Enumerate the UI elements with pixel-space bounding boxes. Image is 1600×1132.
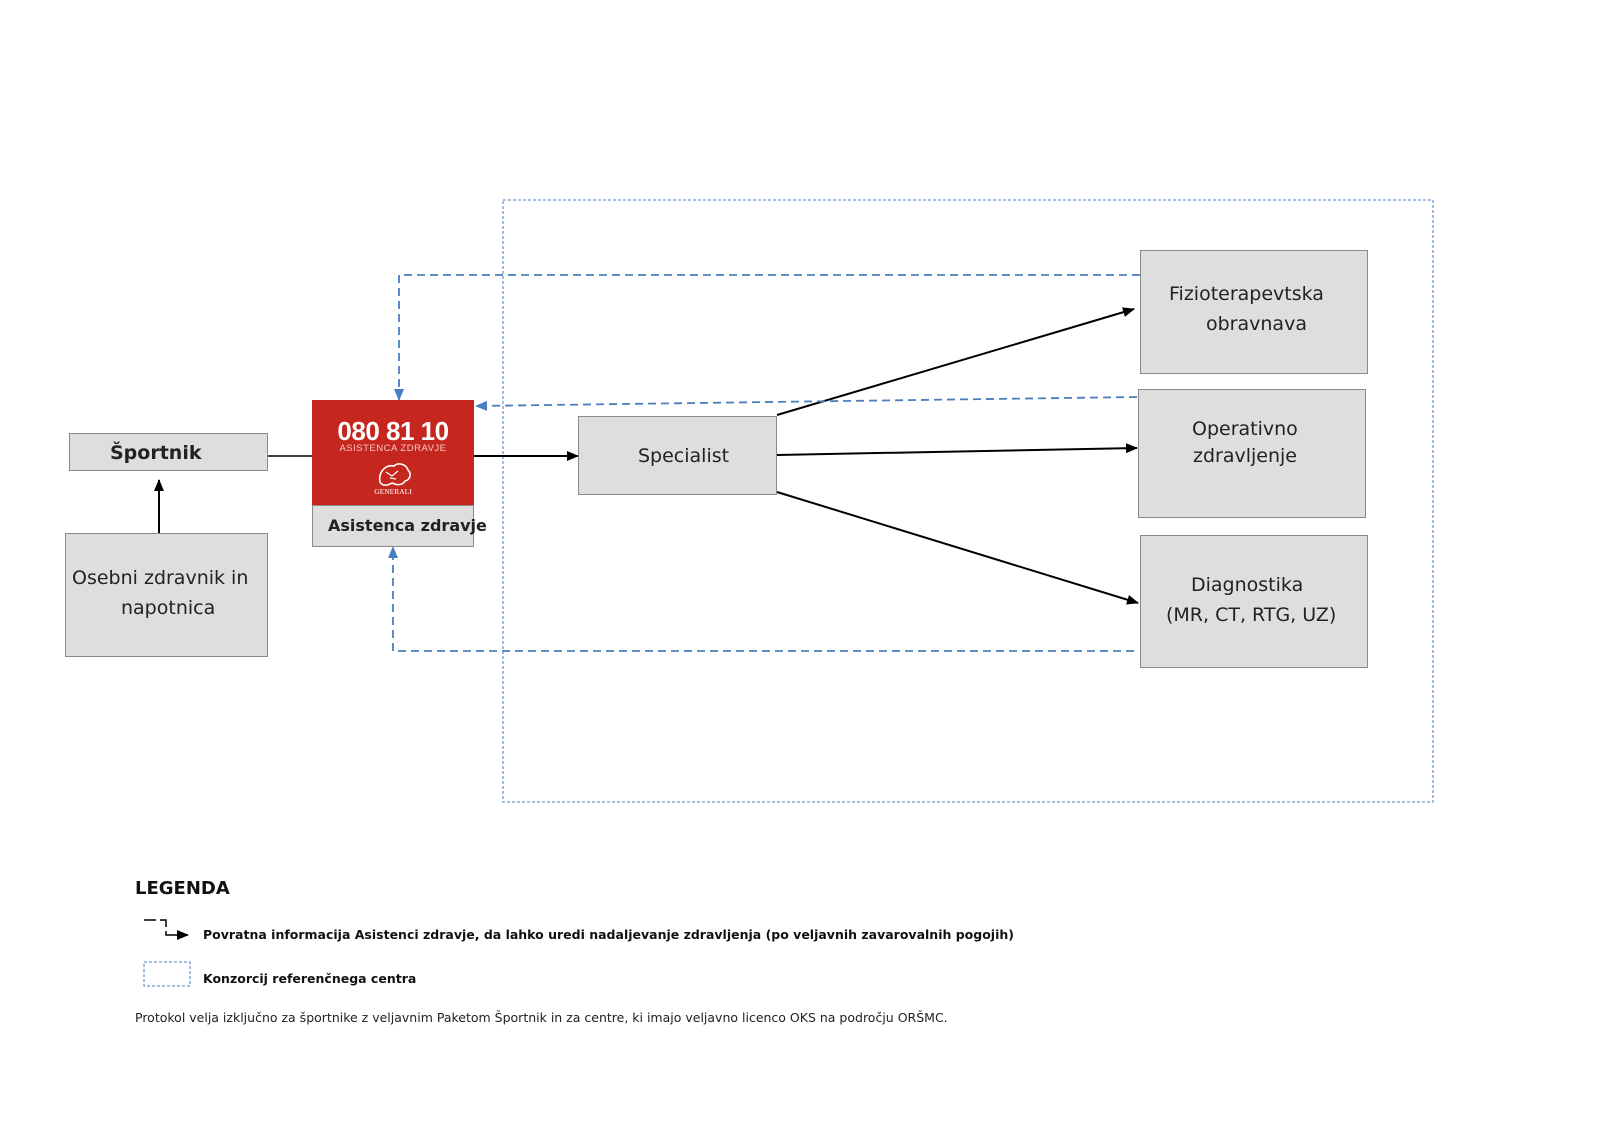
node-operativno-line1: Operativno — [1192, 418, 1298, 440]
legend-consortium-swatch — [143, 961, 191, 987]
asistenca-brand-block: 080 81 10 ASISTENCA ZDRAVJE GENERALI — [312, 400, 474, 505]
arrow-specialist-to-fizio — [776, 307, 1135, 416]
feedback-fizio-to-asistenca — [394, 274, 1140, 401]
node-asistenca-label: Asistenca zdravje — [328, 516, 487, 535]
feedback-operativno-to-asistenca — [475, 396, 1138, 411]
node-osebni-line2: napotnica — [121, 597, 216, 619]
node-sportnik-label: Športnik — [110, 442, 202, 464]
node-fizioterapija: Fizioterapevtska obravnava — [1140, 250, 1368, 374]
generali-wordmark: GENERALI — [374, 487, 412, 496]
feedback-diagnostika-to-asistenca — [388, 546, 1134, 652]
consortium-frame — [502, 199, 1434, 803]
protocol-note: Protokol velja izključno za športnike z … — [135, 1010, 948, 1025]
legend-title: LEGENDA — [135, 878, 230, 899]
node-osebni-zdravnik: Osebni zdravnik in napotnica — [65, 533, 268, 657]
node-diagnostika: Diagnostika (MR, CT, RTG, UZ) — [1140, 535, 1368, 668]
node-specialist-label: Specialist — [638, 445, 730, 467]
legend-feedback-text: Povratna informacija Asistenci zdravje, … — [203, 927, 1014, 942]
node-sportnik: Športnik — [69, 433, 268, 471]
node-fizio-line2: obravnava — [1206, 313, 1307, 335]
arrow-specialist-to-operativno — [776, 443, 1138, 456]
node-osebni-line1: Osebni zdravnik in — [72, 567, 249, 589]
node-operativno-line2: zdravljenje — [1193, 445, 1297, 467]
legend-dash-b — [160, 919, 167, 927]
generali-lion-icon: GENERALI — [374, 463, 412, 496]
node-operativno: Operativno zdravljenje — [1138, 389, 1366, 518]
node-asistenca-zdravje: Asistenca zdravje — [312, 505, 487, 547]
asistenca-phone: 080 81 10 — [337, 416, 449, 446]
arrow-specialist-to-diagnostika — [776, 491, 1139, 605]
node-diagnostika-line2: (MR, CT, RTG, UZ) — [1166, 604, 1337, 626]
asistenca-subtitle: ASISTENCA ZDRAVJE — [339, 443, 447, 454]
node-fizio-line1: Fizioterapevtska — [1169, 283, 1324, 305]
node-diagnostika-line1: Diagnostika — [1191, 574, 1304, 596]
legend-consortium-text: Konzorcij referenčnega centra — [203, 971, 417, 986]
node-specialist: Specialist — [578, 416, 777, 495]
legend-feedback-arrow — [165, 930, 189, 940]
